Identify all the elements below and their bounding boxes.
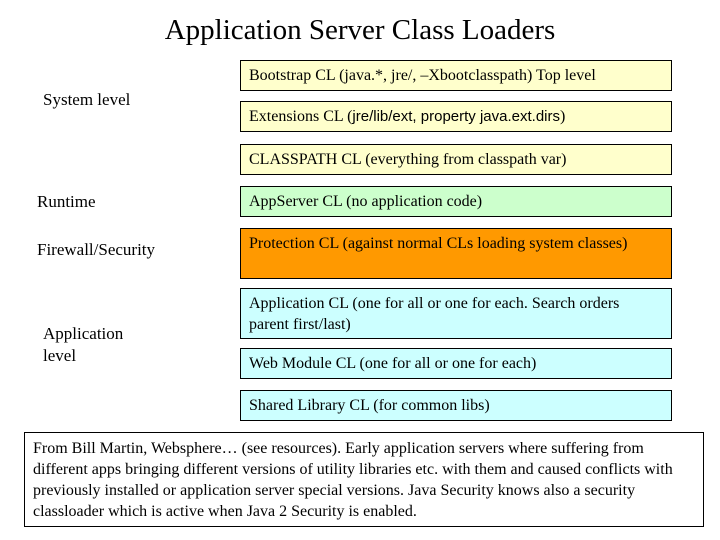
extensions-cl-box: Extensions CL (jre/lib/ext, property jav… xyxy=(240,101,672,132)
shared-library-cl-box: Shared Library CL (for common libs) xyxy=(240,390,672,421)
firewall-security-label: Firewall/Security xyxy=(37,240,156,259)
runtime-label: Runtime xyxy=(37,192,96,211)
classpath-cl-text: CLASSPATH CL (everything from classpath … xyxy=(249,151,567,168)
shared-library-cl-text: Shared Library CL (for common libs) xyxy=(249,397,490,414)
system-level-label: System level xyxy=(43,90,131,109)
extensions-cl-path: jre/lib/ext, property java.ext.dirs xyxy=(352,108,560,125)
application-cl-box: Application CL (one for all or one for e… xyxy=(240,288,672,339)
bootstrap-cl-text: Bootstrap CL (java.*, jre/, –Xbootclassp… xyxy=(249,67,596,84)
bootstrap-cl-box: Bootstrap CL (java.*, jre/, –Xbootclassp… xyxy=(240,60,672,91)
extensions-cl-suffix: ) xyxy=(560,108,566,125)
application-cl-text: Application CL (one for all or one for e… xyxy=(249,295,620,333)
slide-title: Application Server Class Loaders xyxy=(164,14,556,46)
classpath-cl-box: CLASSPATH CL (everything from classpath … xyxy=(240,144,672,175)
appserver-cl-box: AppServer CL (no application code) xyxy=(240,186,672,217)
appserver-cl-text: AppServer CL (no application code) xyxy=(249,193,483,210)
webmodule-cl-box: Web Module CL (one for all or one for ea… xyxy=(240,348,672,379)
webmodule-cl-text: Web Module CL (one for all or one for ea… xyxy=(249,355,537,372)
source-note: From Bill Martin, Websphere… (see resour… xyxy=(24,432,704,527)
extensions-cl-prefix: Extensions CL ( xyxy=(249,108,353,125)
protection-cl-box: Protection CL (against normal CLs loadin… xyxy=(240,228,672,279)
protection-cl-text: Protection CL (against normal CLs loadin… xyxy=(249,235,628,252)
application-level-label: Application level xyxy=(43,324,124,365)
